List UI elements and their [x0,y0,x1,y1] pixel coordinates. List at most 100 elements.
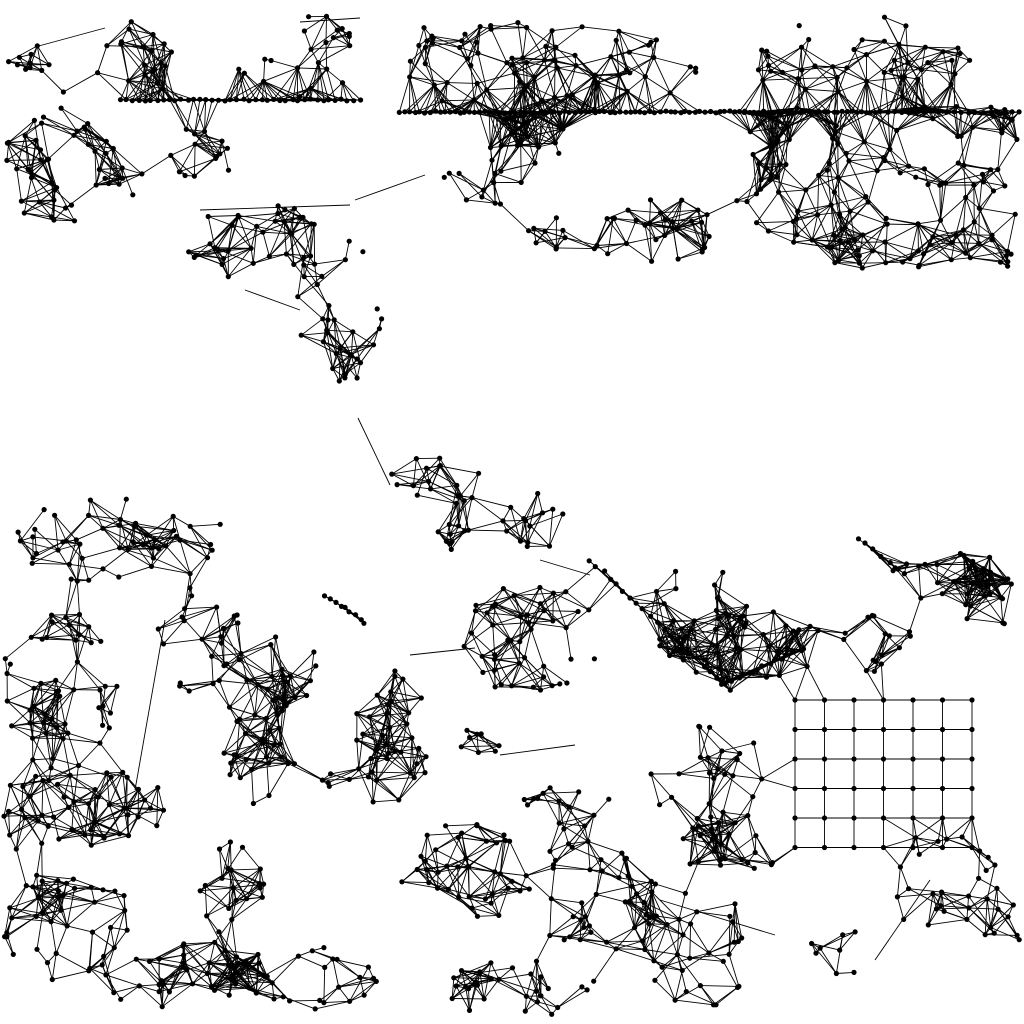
graph-edge [60,107,88,124]
graph-edge [830,204,843,230]
graph-edge [270,60,298,69]
graph-edge [991,239,1008,252]
graph-edge [174,100,195,135]
graph-edge [206,900,237,917]
graph-edge [594,243,627,250]
graph-edge [991,234,1008,252]
graph-edge [193,99,205,132]
graph-edge [323,986,340,1003]
graph-edge [739,111,751,132]
graph-edge [494,87,525,112]
graph-edge [409,748,420,774]
graph-edge [202,638,222,644]
graph-edge [106,21,132,47]
graph-edge [894,59,922,71]
graph-edge [762,80,765,112]
graph-edge [439,465,459,496]
graph-edge [780,78,799,114]
graph-edge [315,1000,350,1010]
graph-edge [54,515,59,551]
graph-edge [128,80,163,90]
graph-edge [84,833,120,836]
graph-edge [263,81,275,100]
graph-edge [552,592,567,628]
graph-edge [418,27,425,46]
graph-edge [549,898,552,936]
graph-edge [448,888,486,900]
graph-edge [349,771,373,780]
graph-edge [184,606,217,622]
graph-edge [261,713,278,740]
graph-edge [244,72,274,100]
graph-edge [220,614,238,637]
graph-edge [68,624,78,662]
graph-edge [823,111,834,139]
graph-edge [950,84,962,113]
graph-edge [846,39,863,69]
graph-edge [254,684,259,716]
graph-edge [572,94,595,110]
graph-edge [597,75,620,84]
graph-edge [482,655,520,664]
graph-edge [983,181,1005,187]
graph-edge [584,798,610,827]
graph-edge [486,612,512,641]
graph-edge [533,227,557,248]
graph-edge [201,615,235,640]
graph-edge [57,887,75,898]
graph-edge [615,40,620,76]
graph-edge [481,656,496,688]
graph-edge [65,540,83,559]
graph-edge [189,573,193,596]
graph-edge [950,60,953,85]
graph-edge [376,772,411,781]
graph-edge [158,984,163,1007]
graph-edge [102,549,129,570]
graph-edge [846,152,884,159]
graph-edge [6,673,42,684]
graph-edge [522,123,562,130]
graph-edge [811,239,836,263]
graph-edge [866,54,885,73]
graph-edge [571,814,595,848]
graph-edge [54,515,77,541]
graph-edge [345,362,361,375]
graph-edge [522,123,556,144]
graph-edge [232,868,261,889]
graph-edge [144,799,164,811]
graph-edge [251,769,254,804]
graph-edge [76,558,83,582]
graph-edge [207,216,216,248]
graph-edge [41,614,53,640]
graph-edge [463,99,475,113]
graph-edge [55,953,90,972]
graph-edge [231,896,263,920]
graph-edge [7,142,41,151]
graph-edge [223,628,225,666]
graph-edge [478,111,491,148]
graph-edge [833,91,839,113]
graph-edge [94,151,97,186]
graph-edge [289,217,304,234]
graph-edge [194,133,221,155]
graph-edge [32,759,50,781]
graph-edge [478,750,496,753]
graph-edge [921,59,953,71]
graph-edge [135,958,160,985]
graph-edge [269,730,281,745]
graph-edge [929,244,952,261]
graph-edge [1011,111,1018,140]
graph-edge [494,640,512,671]
graph-edge [130,21,144,47]
graph-edge [25,45,38,70]
graph-edge [664,199,683,220]
graph-edge [960,111,992,137]
graph-edge [106,771,123,774]
graph-edge [214,919,233,943]
graph-edge [154,69,171,100]
graph-edge [522,123,539,148]
graph-edge [818,175,835,193]
graph-edge [3,785,11,817]
graph-edge [77,661,101,691]
graph-edge [927,162,959,185]
